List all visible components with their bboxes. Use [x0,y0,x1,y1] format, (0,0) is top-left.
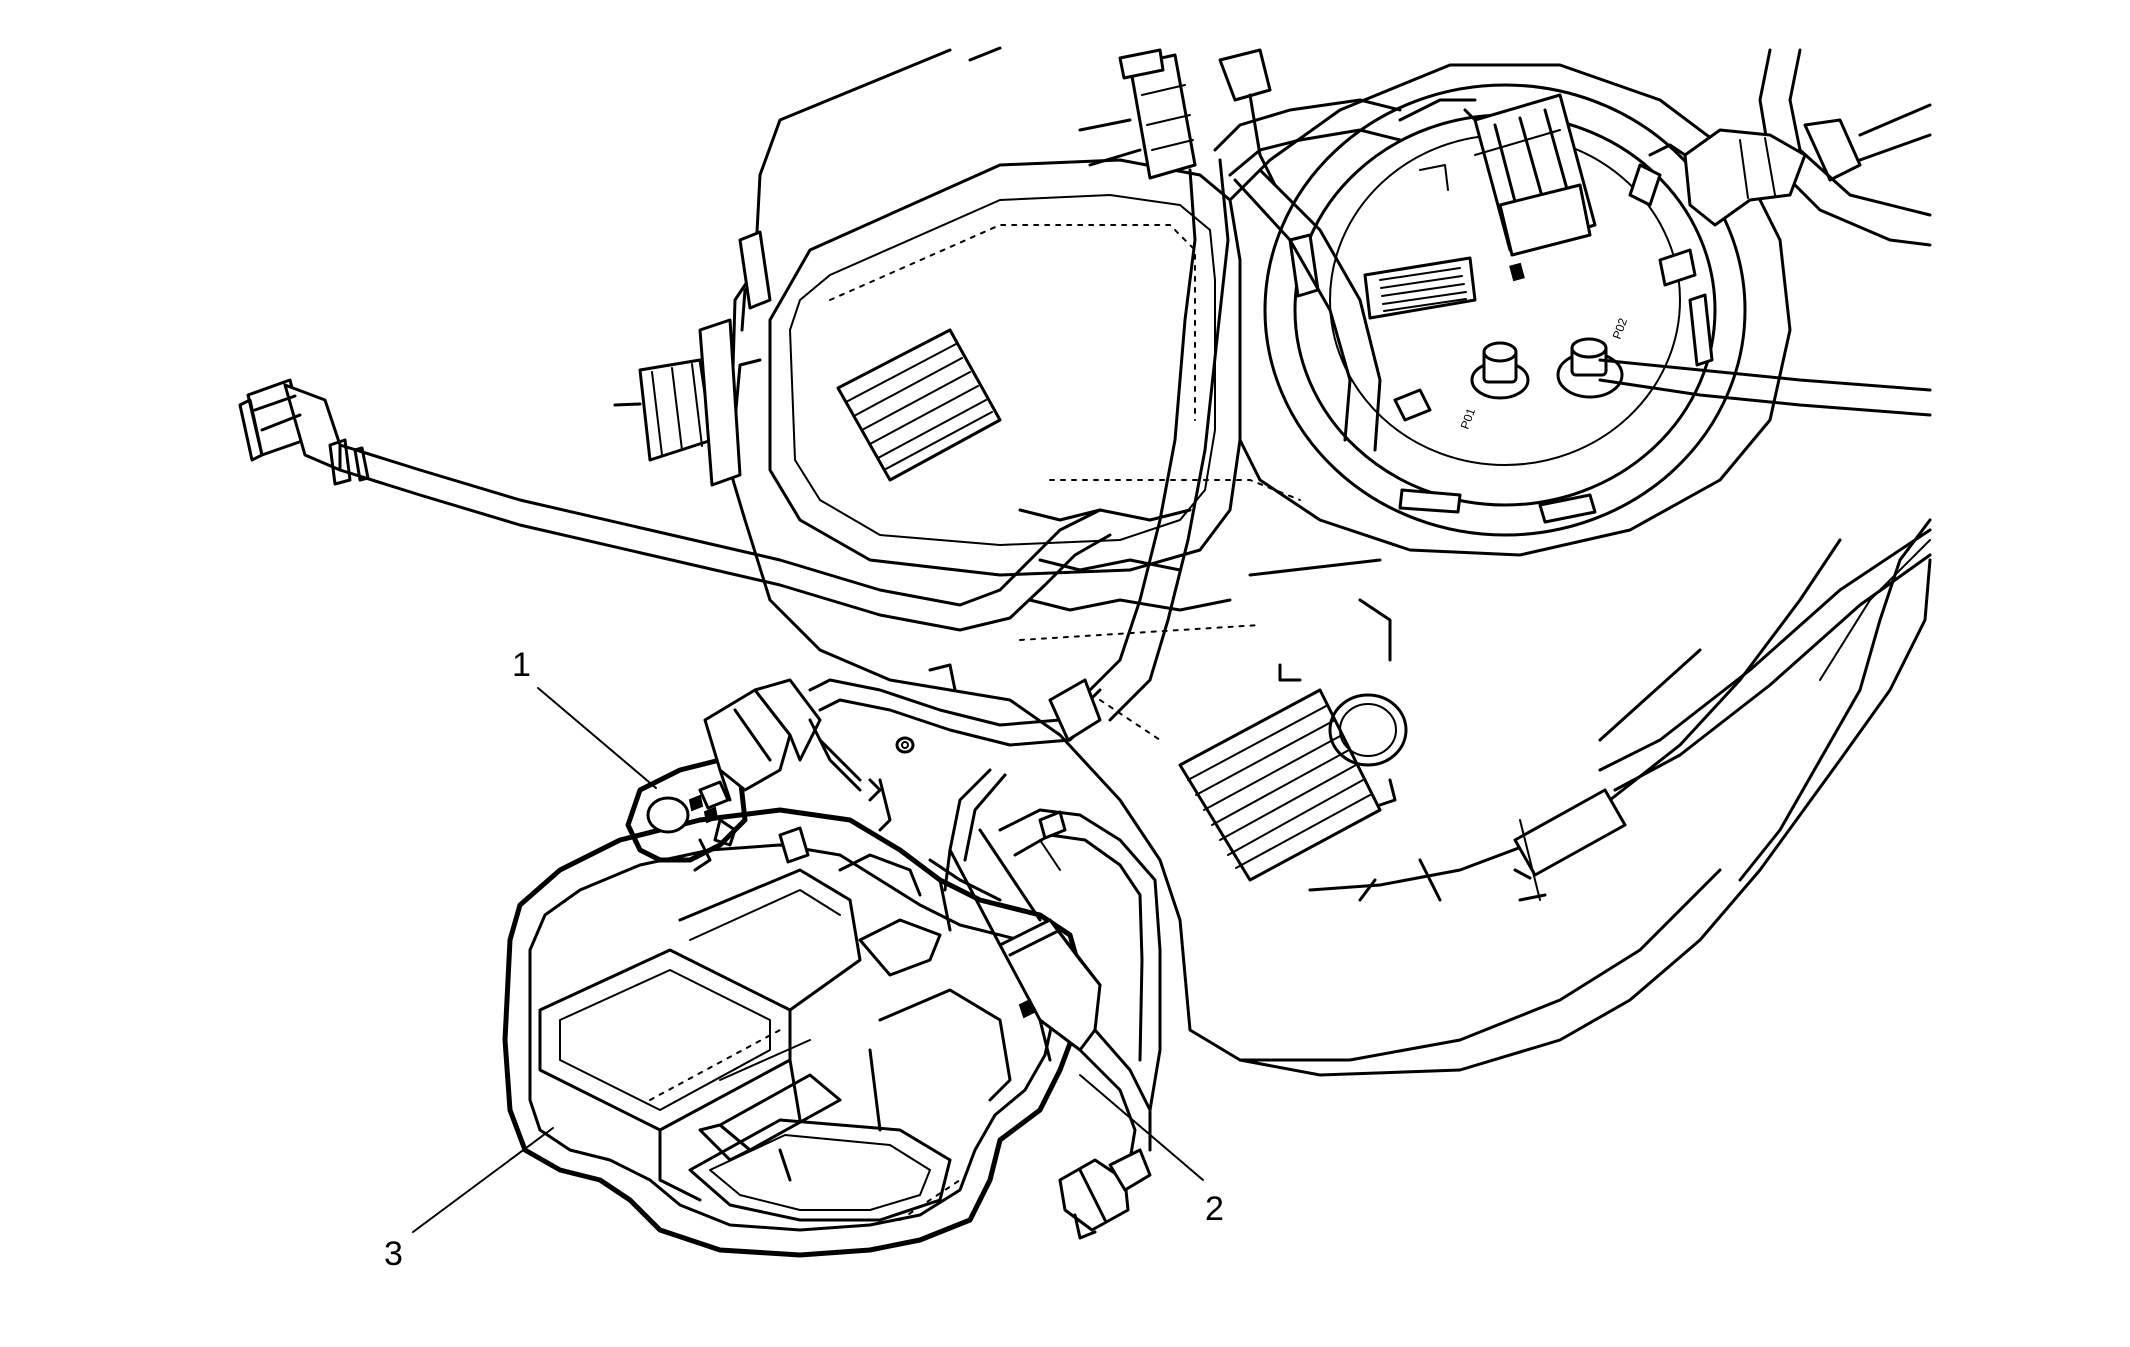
filler-neck-fittings [613,230,772,487]
leader-line-2 [1079,1074,1204,1181]
port-p01-label: P01 [1458,406,1479,431]
callout-labels: 1 2 3 [384,646,1224,1273]
leader-line-1 [537,687,657,789]
pump-label-barcode [1363,256,1477,320]
callout-1: 1 [512,646,531,684]
evap-canister [502,807,1083,1258]
tank-saddle-recess [768,158,1301,641]
pump-electrical-connector [1398,93,1597,282]
callout-leaders [412,687,1204,1233]
pump-port-p02: P02 [1556,316,1631,399]
pump-port-p01: P01 [1458,341,1530,431]
port-p02-label: P02 [1610,316,1631,341]
callout-3: 3 [384,1235,403,1273]
tank-rib-pad-lower [1178,688,1382,882]
fuel-lines [338,98,1932,880]
top-line-clips [1078,48,1277,187]
hose-quick-connector-left [238,378,370,486]
callout-2: 2 [1205,1190,1224,1228]
tank-lower-center [1099,558,1702,902]
canister-connector [928,808,1162,1240]
vent-solenoid-sensor [625,663,1102,892]
tank-rib-pad-upper [836,328,1002,482]
fuel-pump-module: P01 P02 [1228,63,1792,557]
leader-line-3 [412,1127,554,1233]
